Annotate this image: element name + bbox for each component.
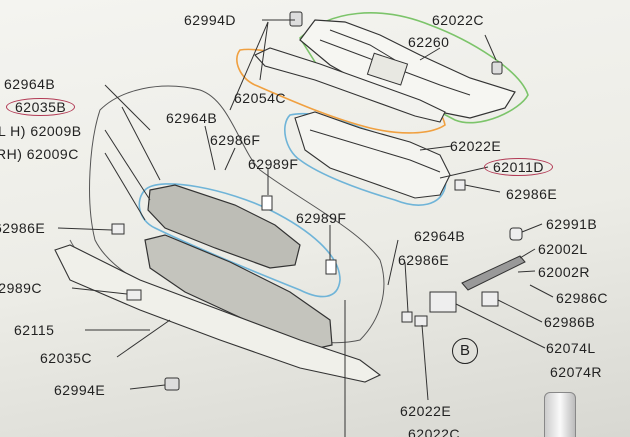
part-label-62989F-upper: 62989F [248,156,299,172]
clip-62022C [491,61,503,75]
part-label-62035C: 62035C [40,350,93,366]
blue-highlight-outline-grille [138,183,341,298]
section-marker-b: B [452,338,478,364]
clip-62986B [481,291,499,307]
part-label-62074R: 62074R [550,364,603,380]
part-label-62009B: L H) 62009B [0,123,82,139]
upper-support-bracket [366,52,409,86]
part-label-62115: 62115 [14,322,55,338]
bracket-62989C [126,289,142,301]
part-label-62994D: 62994D [184,12,237,28]
clip-62986E-right [454,179,466,191]
part-label-62011D-circled: 62011D [484,158,554,176]
part-label-62986E-left: 62986E [0,220,46,236]
part-label-62054C: 62054C [234,90,287,106]
part-label-62002R: 62002R [538,264,591,280]
part-label-62986B: 62986B [544,314,596,330]
air-duct-inner [309,129,441,173]
clip-62994D [289,11,303,27]
bumper-outline [89,85,385,344]
air-duct [294,111,451,199]
tab-62989F-lower [325,259,337,275]
part-label-62074L: 62074L [546,340,596,356]
lower-support-bar [254,47,446,123]
part-label-62986F: 62986F [210,132,261,148]
side-garnish [461,255,526,291]
part-label-62986E-mid: 62986E [398,252,450,268]
bottle-object [544,392,576,437]
clip-62991B [509,227,523,241]
bolt-62994E [164,377,180,391]
part-label-62964B-lower: 62964B [414,228,466,244]
part-label-62991B: 62991B [546,216,598,232]
clip-62986E-left [111,223,125,235]
part-label-62022E-upper: 62022E [450,138,502,154]
part-label-62964B-top: 62964B [4,76,56,92]
part-label-62986E-right: 62986E [506,186,558,202]
lower-lip-spoiler [54,244,382,383]
part-label-62989F-lower: 62989F [296,210,347,226]
part-label-62002L: 62002L [538,241,588,257]
clip-62022E-lower [414,315,428,327]
tab-62989F-upper [261,195,273,211]
part-label-62994E: 62994E [54,382,106,398]
upper-grille-mesh [147,184,301,269]
lower-grille-mesh [144,234,333,351]
clip-62986E-mid [401,311,413,323]
part-label-62009C: RH) 62009C [0,146,79,162]
part-label-62986C: 62986C [556,290,609,306]
upper-support-rib [329,29,396,61]
part-label-62989C: 62989C [0,280,43,296]
lamp-62074L [429,291,457,313]
part-label-62260: 62260 [408,34,450,50]
part-label-62035B-circled: 62035B [6,98,76,116]
leader-lines [57,19,554,437]
part-label-62022E-lower: 62022E [400,403,452,419]
part-label-62022C: 62022C [432,12,485,28]
part-label-62964B-mid: 62964B [166,110,218,126]
part-label-62022C-bottom: 62022C [408,426,461,437]
